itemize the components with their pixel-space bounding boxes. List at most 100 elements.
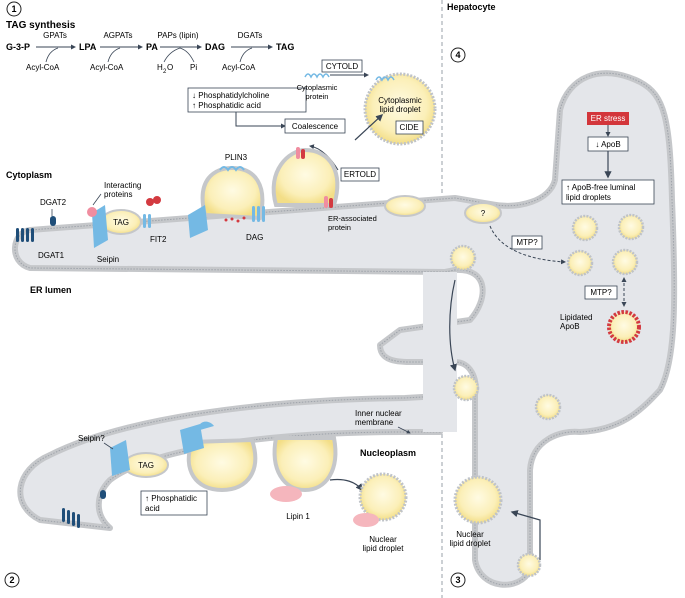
dag-label: DAG: [205, 42, 225, 52]
cytoplasmic-protein-icon: [304, 73, 330, 79]
er-stress-text: ER stress: [591, 114, 626, 123]
seipin-q-label: Seipin?: [78, 434, 105, 443]
apob-free-l2: lipid droplets: [566, 193, 611, 202]
interacting-l1: Interacting: [104, 181, 141, 190]
panel-4-content: Hepatocyte 4 ER stress ↓ ApoB ↑ ApoB-fre…: [447, 2, 655, 421]
cytoplasm-label: Cytoplasm: [6, 170, 52, 180]
pa-nuclear-box: [140, 490, 208, 516]
nucleoplasm-label: Nucleoplasm: [360, 448, 416, 458]
lpa-label: LPA: [79, 42, 97, 52]
tube-droplet: [516, 552, 542, 578]
fit2-label: FIT2: [150, 235, 167, 244]
cytold-text: CYTOLD: [326, 62, 359, 71]
panel-2-badge: [4, 572, 20, 588]
p3-nuclear-ld-l1: Nuclear: [456, 530, 484, 539]
er-associated-protein-icon: [296, 147, 333, 208]
dag-label: DAG: [246, 233, 263, 242]
lumen-droplet-a: [449, 244, 477, 272]
tag-lens-label: TAG: [113, 218, 129, 227]
apob-down-text: ↓ ApoB: [595, 140, 620, 149]
seipin-nuclear-icon-1: [110, 440, 130, 476]
er-lens-droplet: [384, 195, 426, 217]
lipin1-label: Lipin 1: [286, 512, 310, 521]
acyl-coa-2: Acyl-CoA: [90, 63, 124, 72]
mtp-text-1: MTP?: [516, 238, 538, 247]
cytoplasmic-protein-l2: protein: [306, 92, 329, 101]
pa-label: PA: [146, 42, 158, 52]
gpats-label: GPATs: [43, 31, 67, 40]
nuclear-ld-l1: Nuclear: [369, 535, 397, 544]
inner-membrane-l1: Inner nuclear: [355, 409, 402, 418]
luminal-ld-2: [617, 213, 645, 241]
question-mark: ?: [481, 209, 486, 218]
cyto-ld-label-l2: lipid droplet: [380, 105, 422, 114]
lipidated-apob-particle: [607, 310, 641, 344]
luminal-ld-4: [611, 248, 639, 276]
lipidated-l1: Lipidated: [560, 313, 592, 322]
er-associated-l1: ER-associated: [328, 214, 377, 223]
hepatocyte-label: Hepatocyte: [447, 2, 496, 12]
apob-free-box: [561, 179, 655, 205]
panel-3-number: 3: [455, 575, 460, 585]
budding-lipid-droplet-2: [271, 147, 340, 207]
plin3-icon: [219, 166, 245, 172]
nuclear-protein-icon: [199, 421, 214, 430]
nuclear-ld-l2: lipid droplet: [363, 544, 405, 553]
panel-1-number: 1: [11, 4, 16, 14]
dgat2-label: DGAT2: [40, 198, 67, 207]
panel-3-badge: [450, 572, 466, 588]
inner-membrane-l2: membrane: [355, 418, 394, 427]
acyl-coa-1: Acyl-CoA: [26, 63, 60, 72]
dag-icon: [224, 216, 246, 223]
seipin-label: Seipin: [97, 255, 119, 264]
interacting-proteins-icon: [87, 196, 161, 217]
bound-protein-icon: [375, 76, 395, 82]
dgats-label: DGATs: [238, 31, 263, 40]
luminal-ld-3: [566, 249, 594, 277]
seipin-icon-2: [188, 205, 208, 238]
panel-1-badge: [6, 1, 22, 17]
er-lumen-label: ER lumen: [30, 285, 72, 295]
unknown-lens-droplet: [464, 202, 502, 224]
coalescence-text: Coalescence: [292, 122, 339, 131]
tag-synthesis: 1 TAG synthesis G-3-P LPA PA DAG TAG GPA…: [6, 1, 294, 75]
paps-label: PAPs (lipin): [157, 31, 199, 40]
coalescence-box: [284, 118, 346, 134]
interacting-l2: proteins: [104, 190, 132, 199]
h2o-o: O: [167, 63, 173, 72]
panel-3-content: 3 Nuclear lipid droplet: [450, 475, 542, 588]
seipin-icon-1: [92, 205, 108, 248]
cide-text: CIDE: [399, 123, 418, 132]
er-membrane: [12, 70, 678, 588]
pi-label: Pi: [190, 63, 197, 72]
phosphatidylcholine-text: ↓ Phosphatidylcholine: [192, 91, 270, 100]
nuclear-tag-label: TAG: [138, 461, 154, 470]
fit2-icon-small: [143, 214, 151, 228]
er-associated-l2: protein: [328, 223, 351, 232]
h2o-sub: 2: [163, 69, 167, 75]
luminal-ld-1: [571, 214, 599, 242]
dgat1-icon: [16, 228, 34, 242]
dgat2-icon: [50, 216, 56, 226]
pa-nuclear-l1: ↑ Phosphatidic: [145, 494, 197, 503]
lipin1-icon: [270, 486, 302, 502]
seipin-nuclear-icon-2: [180, 424, 204, 454]
mtp-box-2: [584, 285, 618, 300]
plin3-label: PLIN3: [225, 153, 248, 162]
panel-4-number: 4: [455, 50, 460, 60]
ertold-text: ERTOLD: [344, 170, 376, 179]
nuclear-budding-droplet-1: [186, 437, 258, 493]
p3-nuclear-ld-l2: lipid droplet: [450, 539, 492, 548]
g3p-label: G-3-P: [6, 42, 30, 52]
cyto-ld-label-l1: Cytoplasmic: [378, 96, 422, 105]
fit2-icon: [252, 206, 265, 222]
agpats-label: AGPATs: [103, 31, 132, 40]
lumen-droplet-b: [452, 374, 480, 402]
panel-2-number: 2: [9, 575, 14, 585]
phosphatidic-acid-text: ↑ Phosphatidic acid: [192, 101, 261, 110]
nuclear-budding-droplet-2: [272, 436, 338, 493]
panel-2-content: 2 Inner nuclear membrane Nucleoplasm Lip…: [4, 409, 416, 588]
lipidated-l2: ApoB: [560, 322, 580, 331]
apob-free-l1: ↑ ApoB-free luminal: [566, 183, 636, 192]
cytoplasmic-protein-l1: Cytoplasmic: [297, 83, 338, 92]
